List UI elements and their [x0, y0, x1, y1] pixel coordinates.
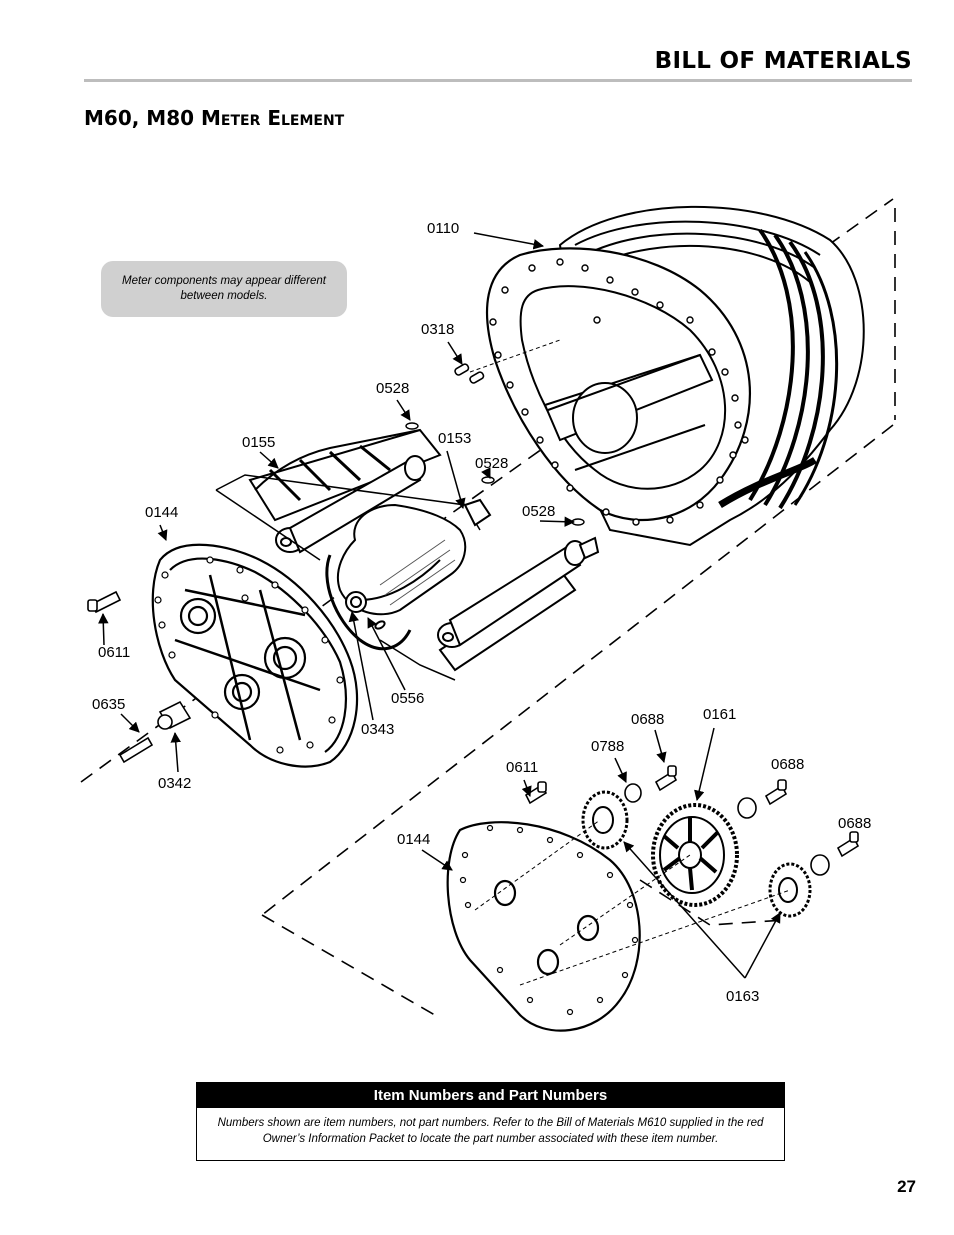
callout-label: 0343	[361, 721, 394, 738]
item-numbers-info-box: Item Numbers and Part Numbers Numbers sh…	[196, 1082, 785, 1161]
callout-label: 0318	[421, 321, 454, 338]
gear-plate-bolt-holes	[459, 824, 639, 1016]
callout-label: 0788	[591, 738, 624, 755]
callout-label: 0528	[522, 503, 555, 520]
callout-label: 0635	[92, 696, 125, 713]
callout-label: 0611	[506, 759, 538, 776]
callout-label: 0161	[703, 706, 736, 723]
lower-impeller	[437, 536, 600, 672]
callout-label: 0688	[771, 756, 804, 773]
callout-label: 0528	[376, 380, 409, 397]
info-box-heading: Item Numbers and Part Numbers	[197, 1083, 784, 1108]
fasteners-left	[87, 590, 192, 764]
washers-and-bolts	[524, 765, 860, 876]
meter-housing	[485, 205, 865, 547]
timing-gears	[581, 790, 812, 918]
upper-impeller	[248, 428, 442, 554]
gear-end-headplate	[446, 821, 641, 1032]
leader-arrows	[98, 232, 781, 979]
callout-label: 0110	[427, 220, 459, 237]
header-divider	[84, 79, 912, 82]
center-impeller	[325, 498, 492, 651]
callout-label: 0144	[397, 831, 430, 848]
info-box-text: Numbers shown are item numbers, not part…	[217, 1117, 764, 1145]
dowel-pins	[454, 363, 485, 384]
callout-label: 0342	[158, 775, 191, 792]
section-title: M60, M80 Meter Element	[84, 106, 345, 130]
page-number: 27	[897, 1177, 916, 1196]
housing-bolt-holes	[489, 258, 749, 526]
callout-label: 0556	[391, 690, 424, 707]
callout-label: 0155	[242, 434, 275, 451]
callout-label: 0688	[838, 815, 871, 832]
callout-label: 0153	[438, 430, 471, 447]
keys	[405, 422, 585, 526]
page-header-title: BILL OF MATERIALS	[654, 48, 912, 74]
model-variation-note: Meter components may appear different be…	[101, 261, 347, 317]
drive-headplate	[151, 543, 359, 768]
callout-labels: 0110 0318 0528 0155 0153 0528 0144 0528 …	[92, 220, 871, 1005]
callout-label: 0163	[726, 988, 759, 1005]
callout-label: 0611	[98, 644, 130, 661]
callout-label: 0688	[631, 711, 664, 728]
headplate-bolt-holes	[154, 556, 344, 754]
callout-label: 0144	[145, 504, 178, 521]
callout-label: 0528	[475, 455, 508, 472]
